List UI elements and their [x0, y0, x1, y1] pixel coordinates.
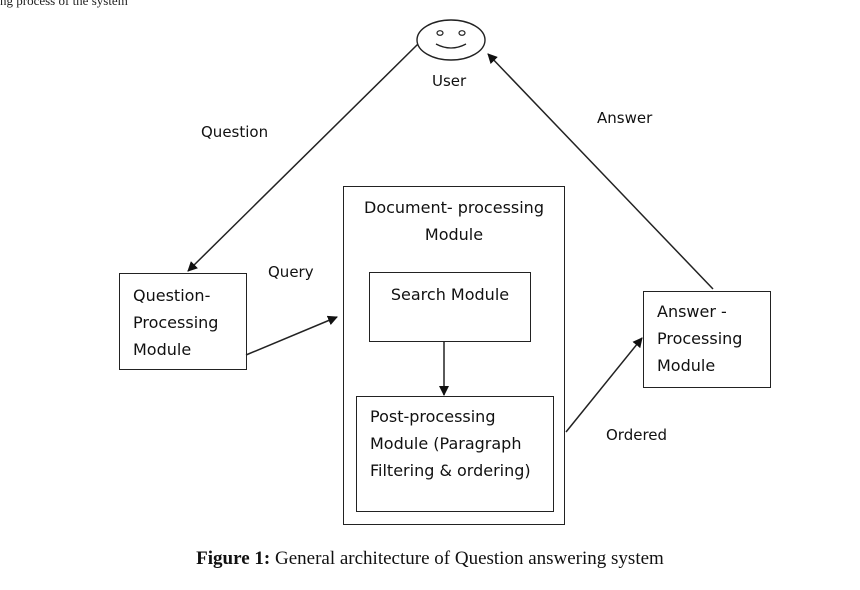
- figure-caption-label: Figure 1:: [196, 548, 271, 569]
- ordered-edge-label: Ordered: [606, 426, 668, 444]
- document-processing-line-1: Document- processing: [364, 198, 544, 217]
- user-smiley-icon: [416, 19, 486, 61]
- user-label: User: [432, 72, 467, 90]
- question-processing-label: Question- Processing Module: [133, 282, 218, 363]
- answer-processing-module: [643, 291, 771, 388]
- answer-processing-line-3: Module: [657, 356, 716, 375]
- question-processing-module: [119, 273, 247, 370]
- figure-caption: Figure 1: General architecture of Questi…: [0, 548, 860, 570]
- page-text-fragment: ng process of the system: [0, 0, 128, 8]
- query-edge-label: Query: [268, 263, 314, 281]
- question-arrow: [187, 43, 419, 272]
- question-processing-line-1: Question-: [133, 286, 211, 305]
- answer-arrow: [487, 53, 714, 290]
- document-processing-line-2: Module: [424, 225, 484, 244]
- question-edge-label: Question: [201, 123, 269, 141]
- ordered-arrow: [565, 337, 643, 433]
- post-processing-line-2: Module (Paragraph: [370, 434, 522, 453]
- document-processing-module: [343, 186, 565, 525]
- post-processing-module: [356, 396, 554, 512]
- search-module: [369, 272, 531, 342]
- figure-caption-text: General architecture of Question answeri…: [270, 548, 664, 569]
- question-processing-line-3: Module: [133, 340, 192, 359]
- answer-processing-label: Answer - Processing Module: [657, 298, 742, 379]
- answer-processing-line-1: Answer -: [657, 302, 727, 321]
- question-processing-line-2: Processing: [133, 313, 219, 332]
- post-processing-line-3: Filtering & ordering): [370, 461, 531, 480]
- post-processing-line-1: Post-processing: [370, 407, 496, 426]
- answer-edge-label: Answer: [597, 109, 653, 127]
- document-processing-label: Document- processing Module: [343, 194, 565, 248]
- answer-processing-line-2: Processing: [657, 329, 743, 348]
- post-processing-label: Post-processing Module (Paragraph Filter…: [370, 403, 531, 484]
- search-module-label: Search Module: [390, 285, 510, 304]
- query-arrow: [245, 315, 338, 356]
